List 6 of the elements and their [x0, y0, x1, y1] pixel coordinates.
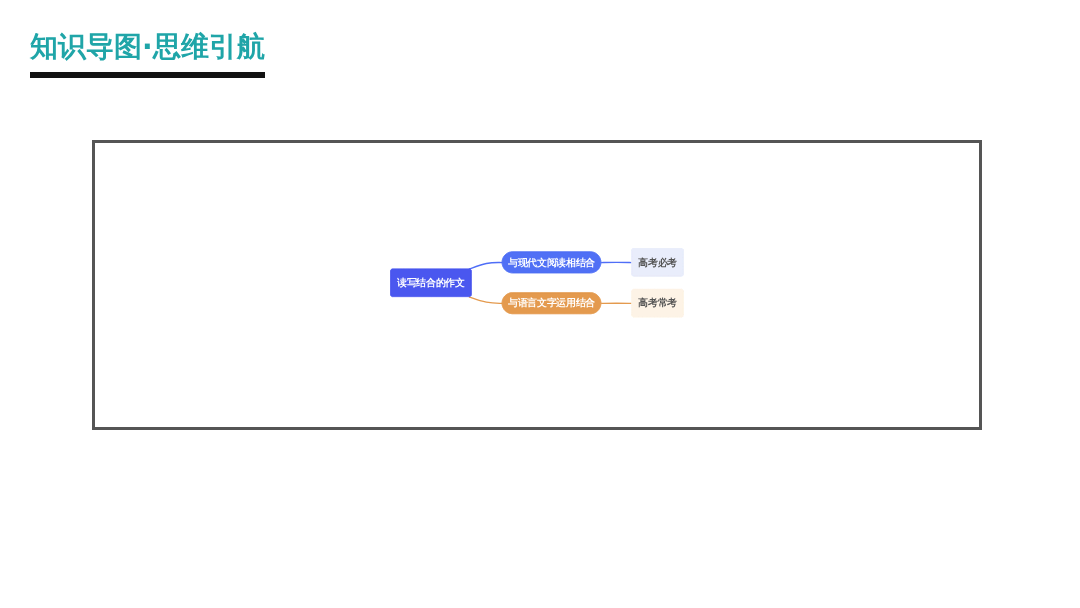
- connector: [600, 262, 633, 264]
- connector: [468, 296, 503, 305]
- connector: [600, 302, 633, 305]
- frame-border: 读写结合的作文 与现代文阅读相结合 与语言文字运用结合 高考必考 高考常考: [92, 140, 982, 430]
- page-title: 知识导图·思维引航: [30, 28, 265, 78]
- connector: [468, 262, 503, 271]
